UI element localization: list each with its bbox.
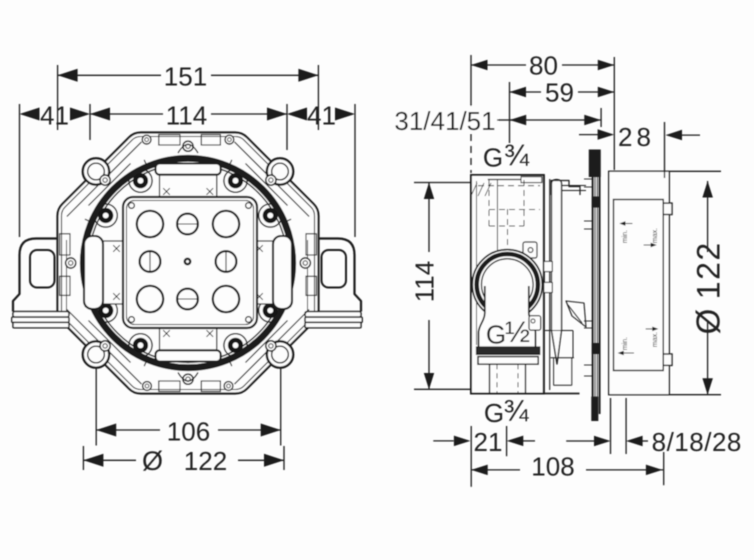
svg-text:122: 122: [691, 241, 727, 299]
svg-text:151: 151: [164, 61, 207, 91]
svg-text:41: 41: [307, 100, 336, 130]
svg-text:41: 41: [40, 100, 69, 130]
svg-text:½: ½: [505, 316, 530, 349]
svg-text:106: 106: [167, 416, 210, 446]
svg-text:28: 28: [618, 122, 655, 152]
svg-text:8/18/28: 8/18/28: [652, 427, 742, 457]
svg-text:max.: max.: [652, 332, 659, 347]
svg-text:min.: min.: [622, 337, 629, 350]
svg-text:G: G: [484, 398, 504, 428]
svg-text:80: 80: [529, 51, 558, 81]
svg-text:122: 122: [184, 446, 227, 476]
svg-text:Ø: Ø: [142, 446, 163, 476]
svg-text:¾: ¾: [504, 139, 530, 172]
svg-text:108: 108: [531, 452, 574, 482]
svg-text:¾: ¾: [503, 395, 529, 428]
svg-text:114: 114: [410, 261, 440, 302]
svg-text:59: 59: [545, 78, 574, 108]
svg-text:G: G: [486, 320, 506, 350]
svg-text:114: 114: [166, 100, 207, 130]
svg-text:Ø: Ø: [690, 309, 727, 335]
svg-text:G: G: [483, 143, 503, 173]
svg-text:31/41/51: 31/41/51: [394, 106, 495, 136]
svg-text:21: 21: [474, 427, 503, 457]
svg-text:min.: min.: [622, 230, 629, 243]
svg-text:max.: max.: [652, 228, 659, 243]
